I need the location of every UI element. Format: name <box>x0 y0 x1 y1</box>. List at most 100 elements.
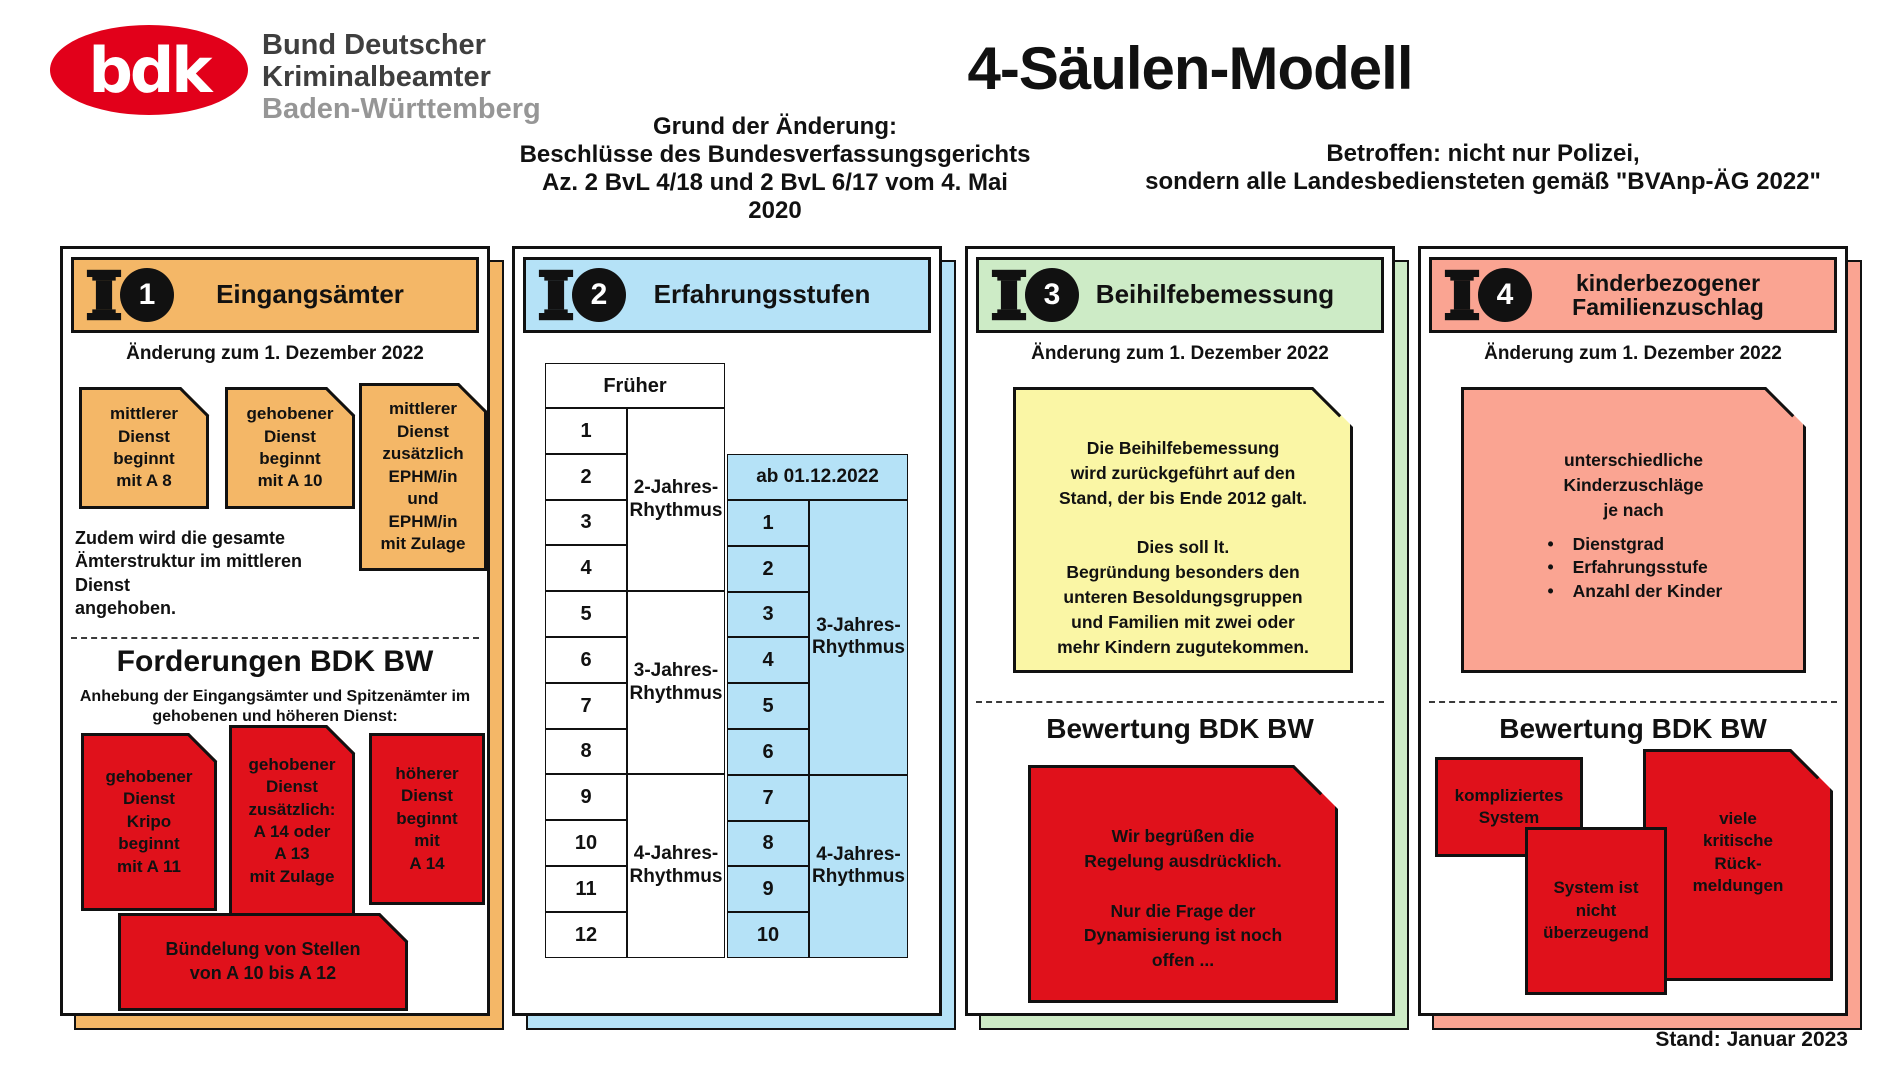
bdk-logo: bdk <box>50 25 248 115</box>
step-cell: 7 <box>545 682 627 729</box>
pillar-number-badge: 1 <box>120 268 174 322</box>
pillar-4-panel: 4 kinderbezogener Familienzuschlag Änder… <box>1418 246 1848 1016</box>
org-region: Baden-Württemberg <box>262 92 541 125</box>
poster-title: 4-Säulen-Modell <box>967 35 1413 102</box>
folded-corner-icon <box>380 913 408 941</box>
kinderzuschlag-note-card: unterschiedliche Kinderzuschläge je nach… <box>1461 387 1806 673</box>
step-cell: 5 <box>545 591 627 637</box>
pillar-1-header: 1 Eingangsämter <box>71 257 479 333</box>
rhythm-group-4y-new: 4-Jahres- Rhythmus <box>809 774 908 958</box>
rhythm-group-3y: 3-Jahres- Rhythmus <box>627 591 725 775</box>
note-card-a8: mittlerer Dienst beginnt mit A 8 <box>79 387 209 509</box>
pillar-1-panel: 1 Eingangsämter Änderung zum 1. Dezember… <box>60 246 490 1016</box>
rating-title: Bewertung BDK BW <box>1046 713 1314 744</box>
rhythm-group-3y-new: 3-Jahres- Rhythmus <box>809 500 908 775</box>
folded-corner-icon <box>1313 387 1353 427</box>
bullet-item: • Dienstgrad <box>1545 533 1723 557</box>
pillar-number-badge: 3 <box>1025 268 1079 322</box>
folded-corner-icon <box>1766 387 1806 427</box>
step-cell: 1 <box>545 408 627 454</box>
pillar-title: Erfahrungsstufen <box>653 279 871 310</box>
folded-corner-icon <box>1294 765 1338 809</box>
note-intro: unterschiedliche Kinderzuschläge je nach <box>1563 450 1704 520</box>
step-cell: 10 <box>727 912 809 958</box>
step-cell: 2 <box>727 545 809 592</box>
demand-card-a14: höherer Dienst beginnt mit A 14 <box>369 733 485 905</box>
org-name-line1: Bund Deutscher <box>262 29 486 61</box>
step-cell: 5 <box>727 683 809 729</box>
rating-title: Bewertung BDK BW <box>1499 713 1767 744</box>
rating-card-rueckmeldungen: viele kritische Rück- meldungen <box>1643 749 1833 981</box>
step-cell: 6 <box>727 728 809 775</box>
rating-card-nicht-ueberzeugend: System ist nicht überzeugend <box>1525 827 1667 995</box>
folded-corner-icon <box>327 725 355 753</box>
table-ab-2022: ab 01.12.2022 1 2 3 4 5 6 7 8 9 10 3-Jah… <box>727 454 908 958</box>
folded-corner-icon <box>1791 749 1833 791</box>
pillar-4-header: 4 kinderbezogener Familienzuschlag <box>1429 257 1837 333</box>
bullet-dot: • <box>1547 557 1554 578</box>
pillar-number-badge: 4 <box>1478 268 1532 322</box>
pillar-3: 3 Beihilfebemessung Änderung zum 1. Deze… <box>965 246 1409 1030</box>
change-date-label: Änderung zum 1. Dezember 2022 <box>1031 343 1329 364</box>
step-cell: 2 <box>545 453 627 500</box>
section-divider <box>71 637 479 639</box>
rating-card: Wir begrüßen die Regelung ausdrücklich. … <box>1028 765 1338 1003</box>
pillar-1: 1 Eingangsämter Änderung zum 1. Dezember… <box>60 246 504 1030</box>
reason-subtitle: Grund der Änderung: Beschlüsse des Bunde… <box>519 113 1031 225</box>
folded-corner-icon <box>459 383 487 411</box>
org-name: Bund Deutscher Kriminalbeamter Baden-Wür… <box>262 29 541 126</box>
pillar-2-panel: 2 Erfahrungsstufen Früher 1 2 3 4 5 6 7 … <box>512 246 942 1016</box>
section-divider <box>1429 701 1837 703</box>
pillar-2: 2 Erfahrungsstufen Früher 1 2 3 4 5 6 7 … <box>512 246 956 1030</box>
folded-corner-icon <box>181 387 209 415</box>
bullet-item: • Anzahl der Kinder <box>1545 580 1723 604</box>
demands-title: Forderungen BDK BW <box>116 645 434 678</box>
demands-subtitle: Anhebung der Eingangsämter und Spitzenäm… <box>79 688 471 725</box>
pillar-3-panel: 3 Beihilfebemessung Änderung zum 1. Deze… <box>965 246 1395 1016</box>
step-cell: 9 <box>545 774 627 821</box>
pillar-icon <box>991 269 1027 321</box>
folded-corner-icon <box>189 733 217 761</box>
table-header-ab-2022: ab 01.12.2022 <box>727 454 908 500</box>
bullet-item: • Erfahrungsstufe <box>1545 556 1723 580</box>
table-header-frueher: Früher <box>545 363 725 408</box>
pillar-2-header: 2 Erfahrungsstufen <box>523 257 931 333</box>
step-cell: 3 <box>545 499 627 546</box>
pillar-title: kinderbezogener Familienzuschlag <box>1572 269 1764 320</box>
note-card-a10: gehobener Dienst beginnt mit A 10 <box>225 387 355 509</box>
step-cell: 4 <box>727 637 809 684</box>
step-cell: 11 <box>545 865 627 912</box>
step-cell: 8 <box>545 728 627 775</box>
pillar-icon <box>538 269 574 321</box>
pillar-number-badge: 2 <box>572 268 626 322</box>
note-card-ephm: mittlerer Dienst zusätzlich EPHM/in und … <box>359 383 487 571</box>
note-bullet-list: • Dienstgrad • Erfahrungsstufe • Anzahl … <box>1545 533 1723 604</box>
demand-card-a11: gehobener Dienst Kripo beginnt mit A 11 <box>81 733 217 911</box>
bullet-dot: • <box>1547 580 1554 601</box>
bundle-card: Bündelung von Stellen von A 10 bis A 12 <box>118 913 408 1011</box>
step-cell: 3 <box>727 591 809 638</box>
folded-corner-icon <box>327 387 355 415</box>
pillar-title: Beihilfebemessung <box>1095 279 1335 310</box>
step-cell: 4 <box>545 545 627 592</box>
change-date-label: Änderung zum 1. Dezember 2022 <box>1484 343 1782 364</box>
rhythm-group-2y: 2-Jahres- Rhythmus <box>627 408 725 592</box>
structure-note: Zudem wird die gesamte Ämterstruktur im … <box>75 528 303 619</box>
bullet-dot: • <box>1547 533 1554 554</box>
step-cell: 10 <box>545 820 627 866</box>
section-divider <box>976 701 1384 703</box>
step-cell: 6 <box>545 636 627 683</box>
pillar-icon <box>1444 269 1480 321</box>
step-cell: 8 <box>727 820 809 867</box>
demand-card-a14-a13: gehobener Dienst zusätzlich: A 14 oder A… <box>229 725 355 917</box>
step-cell: 7 <box>727 774 809 821</box>
rhythm-group-4y: 4-Jahres- Rhythmus <box>627 774 725 958</box>
bdk-logo-abbr: bdk <box>88 33 213 107</box>
affected-subtitle: Betroffen: nicht nur Polizei, sondern al… <box>1145 140 1821 196</box>
pillar-4: 4 kinderbezogener Familienzuschlag Änder… <box>1418 246 1862 1030</box>
date-stamp: Stand: Januar 2023 <box>1655 1028 1848 1051</box>
org-name-line2: Kriminalbeamter <box>262 60 491 93</box>
step-cell: 12 <box>545 911 627 958</box>
step-cell: 1 <box>727 500 809 546</box>
